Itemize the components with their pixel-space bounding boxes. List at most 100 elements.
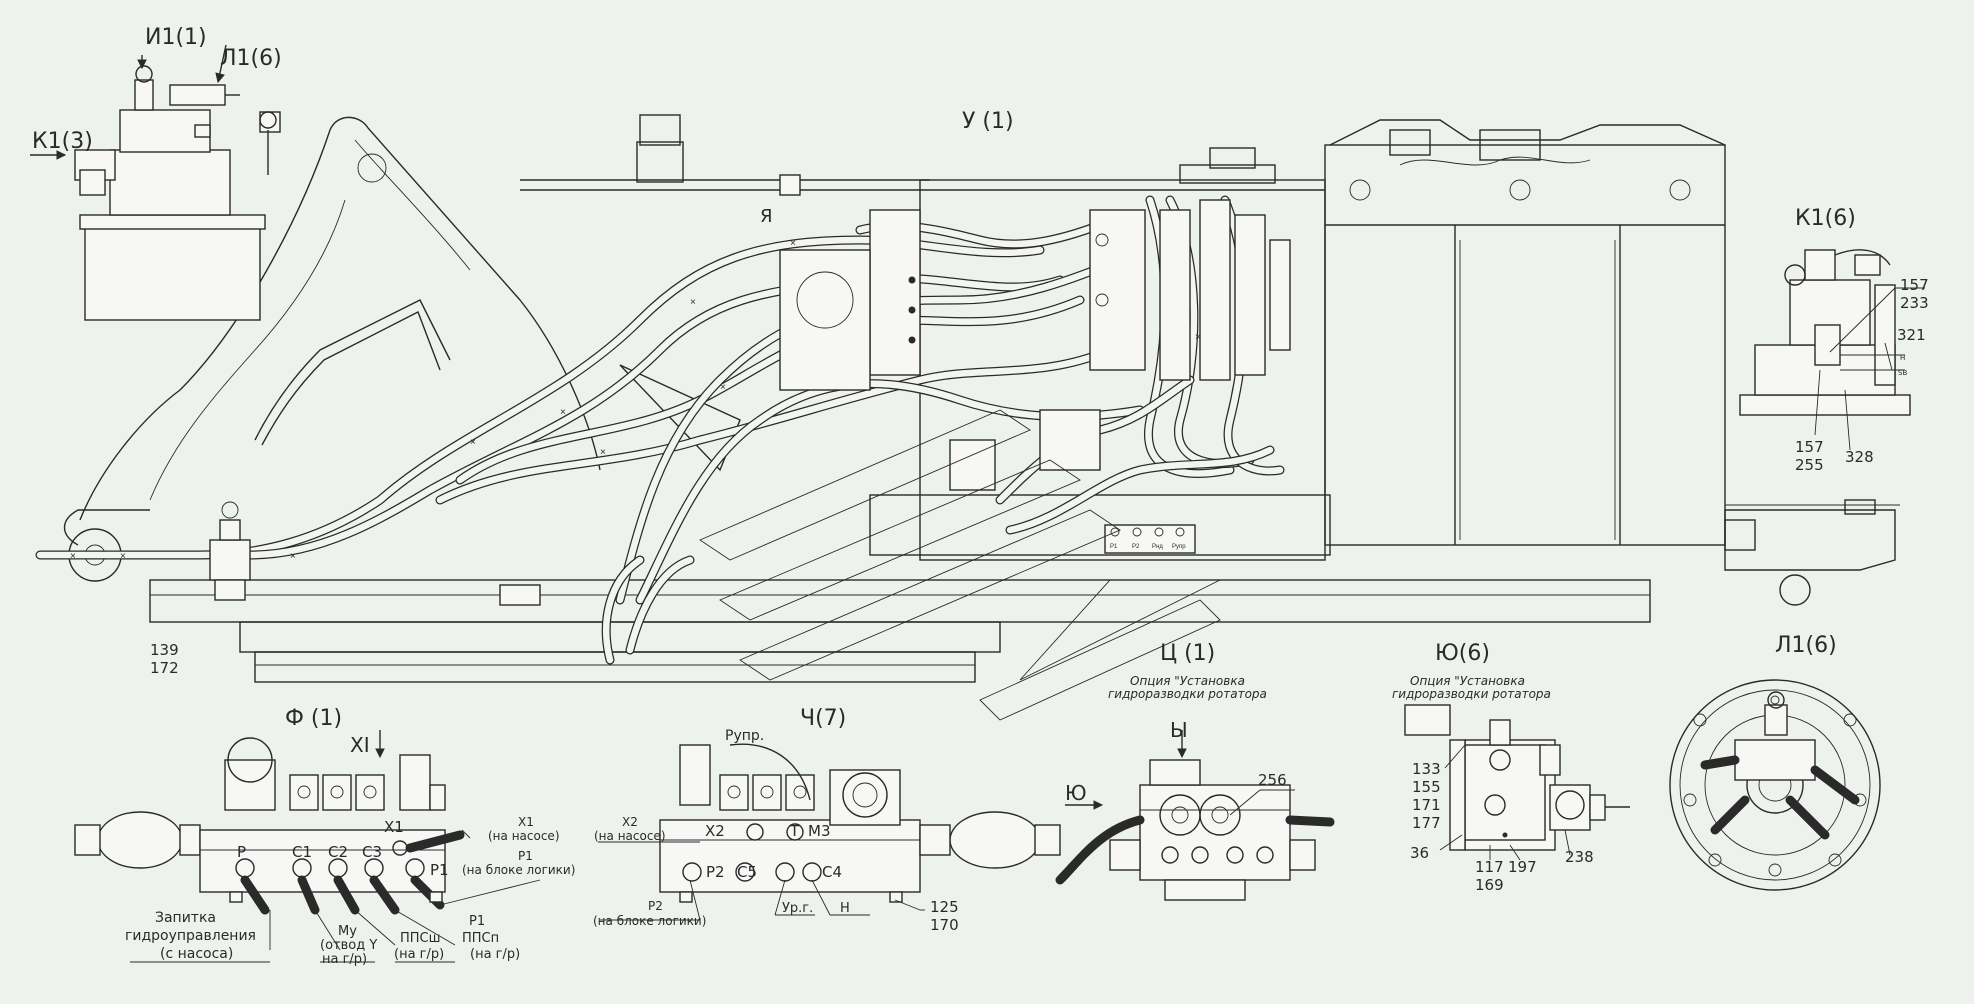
ref-170: 170 <box>930 916 959 934</box>
option-note-ts-1: Опция "Установка <box>1130 674 1245 688</box>
ghost-arrow-outlines <box>699 409 1221 721</box>
note-feed-3: (с насоса) <box>160 946 233 962</box>
note-p1-sub: (на блоке логики) <box>462 863 575 877</box>
ref-233: 233 <box>1900 294 1929 312</box>
note-x1-sub: (на насосе) <box>488 829 560 843</box>
svg-text:×: × <box>70 551 76 562</box>
note-mu-2: (отвод Y <box>320 938 377 953</box>
option-note-ts-2: гидроразводки ротатора <box>1108 687 1267 701</box>
port-c2: C2 <box>328 843 348 861</box>
view-ch-block <box>659 743 1061 903</box>
label-view-k1-right: К1(6) <box>1795 206 1856 231</box>
svg-text:×: × <box>790 238 796 249</box>
svg-text:×: × <box>690 297 696 308</box>
label-view-y-hard: Ы <box>1170 718 1188 742</box>
ref-117: 117 <box>1475 858 1504 876</box>
label-view-yu: Ю(6) <box>1435 641 1490 666</box>
label-view-f: Ф (1) <box>285 706 342 731</box>
label-view-ch: Ч(7) <box>800 706 846 731</box>
option-note-yu-1: Опция "Установка <box>1410 674 1525 688</box>
ref-157b: 157 <box>1795 438 1824 456</box>
view-yu-valve <box>1404 704 1630 851</box>
svg-text:Pнд: Pнд <box>1152 544 1163 550</box>
label-view-i1: И1(1) <box>145 25 207 50</box>
port-c4: C4 <box>822 863 842 881</box>
note-ppsp-2: (на г/р) <box>470 947 520 962</box>
view-ts-leaders <box>1065 730 1295 816</box>
label-yu-arrow: Ю <box>1065 781 1087 805</box>
port-p2: P2 <box>706 863 725 881</box>
svg-text:P2: P2 <box>1132 544 1140 550</box>
view-i1-arrows <box>30 44 227 160</box>
note-x2-sub: (на насосе) <box>594 829 666 843</box>
svg-text:×: × <box>120 551 126 562</box>
note-p1: P1 <box>518 849 533 863</box>
note-mu-3: на г/р) <box>322 952 367 967</box>
ref-125: 125 <box>930 898 959 916</box>
view-ch-leaders <box>598 841 925 921</box>
ref-256: 256 <box>1258 771 1287 789</box>
note-feed-1: Запитка <box>155 910 216 926</box>
main-valve-blocks: P1 P2 Pнд Pупр <box>209 174 1291 606</box>
label-view-l1-bottom: Л1(6) <box>1775 633 1837 658</box>
port-c5: C5 <box>737 863 757 881</box>
svg-text:×: × <box>290 551 296 562</box>
note-urg: Ур.г. <box>782 901 813 916</box>
svg-text:×: × <box>720 382 726 393</box>
svg-text:×: × <box>600 447 606 458</box>
port-c1: C1 <box>292 843 312 861</box>
view-ts-valve <box>1055 759 1335 901</box>
label-view-ya: Я <box>760 206 773 227</box>
port-t: T <box>789 822 800 840</box>
svg-text:Pупр: Pупр <box>1172 544 1186 550</box>
svg-text:P1: P1 <box>1110 544 1118 550</box>
port-m3: M3 <box>808 822 831 840</box>
ref-171: 171 <box>1412 796 1441 814</box>
ref-155: 155 <box>1412 778 1441 796</box>
note-p1b: P1 <box>469 914 485 929</box>
label-view-u: У (1) <box>962 109 1014 134</box>
view-labels: И1(1) Л1(6) К1(3) У (1) Я К1(6) Ф (1) Ч(… <box>32 25 1856 805</box>
view-k1-right <box>1739 249 1911 416</box>
note-rupr: Рупр. <box>725 728 764 744</box>
label-view-l1-top: Л1(6) <box>220 46 282 71</box>
note-x2: X2 <box>622 815 638 829</box>
note-x1: X1 <box>518 815 534 829</box>
view-l1-round-motor <box>1669 679 1881 891</box>
ref-238: 238 <box>1565 848 1594 866</box>
ref-36: 36 <box>1410 844 1429 862</box>
view-ch-labels: Рупр. X2 T M3 P2 C5 C4 X2 (на насосе) P2… <box>593 728 850 928</box>
port-x2: X2 <box>705 822 725 840</box>
tag-sb: SB <box>1898 369 1907 377</box>
note-ppsp-1: ППСп <box>462 931 499 946</box>
view-yu-leaders <box>1439 744 1571 861</box>
svg-text:×: × <box>560 407 566 418</box>
ref-255: 255 <box>1795 456 1824 474</box>
option-notes: Опция "Установка гидроразводки ротатора … <box>1108 674 1551 701</box>
note-p2-sub: (на блоке логики) <box>593 914 706 928</box>
view-f-block <box>74 737 465 915</box>
reference-numbers: 157 233 321 H SB 157 255 328 139 172 125… <box>150 276 1929 934</box>
view-f-leaders <box>130 730 541 963</box>
ref-157a: 157 <box>1900 276 1929 294</box>
port-x1: X1 <box>384 818 404 836</box>
svg-text:×: × <box>1195 332 1201 343</box>
label-view-ts: Ц (1) <box>1160 641 1215 666</box>
ref-197: 197 <box>1508 858 1537 876</box>
note-feed-2: гидроуправления <box>125 928 256 944</box>
port-p1: P1 <box>430 861 449 879</box>
note-mu-1: Му <box>338 924 357 939</box>
port-c3: C3 <box>362 843 382 861</box>
option-note-yu-2: гидроразводки ротатора <box>1392 687 1551 701</box>
label-view-k1-left: К1(3) <box>32 129 93 154</box>
view-k1-leaders <box>1814 287 1925 451</box>
ref-139: 139 <box>150 641 179 659</box>
ref-328: 328 <box>1845 448 1874 466</box>
view-i1-motor <box>74 65 281 321</box>
note-h: Н <box>840 901 850 916</box>
note-p2: P2 <box>648 899 663 913</box>
tag-h: H <box>1900 354 1905 362</box>
ref-172: 172 <box>150 659 179 677</box>
